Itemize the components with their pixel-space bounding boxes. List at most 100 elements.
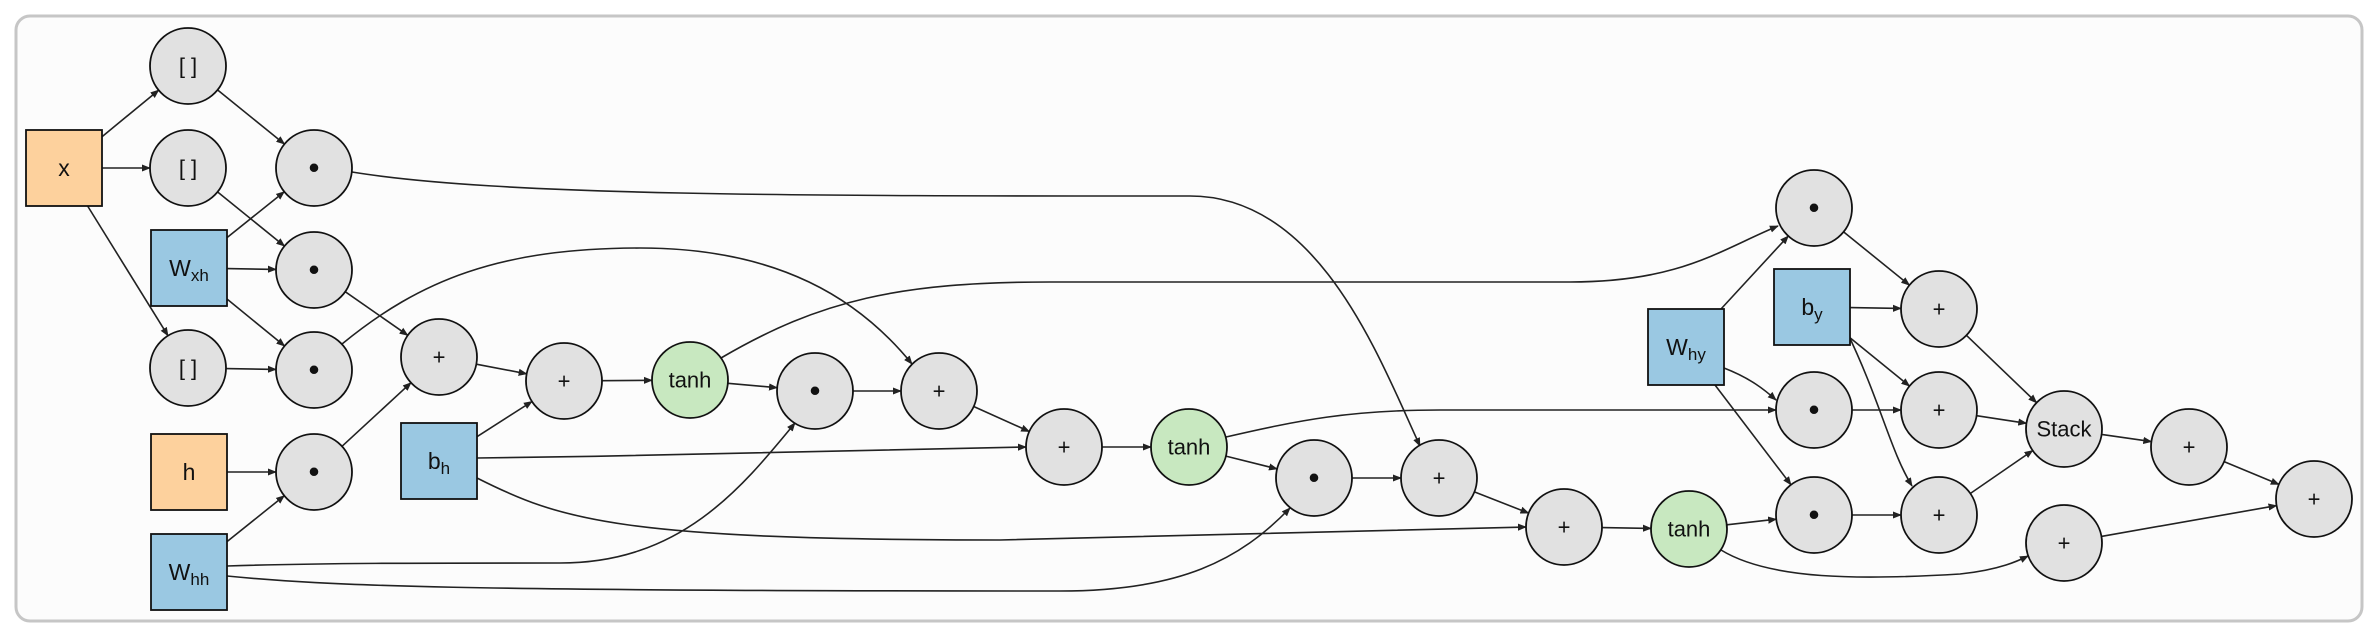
op-circle bbox=[776, 352, 854, 430]
node-label: tanh bbox=[1668, 517, 1711, 542]
node-label: tanh bbox=[669, 368, 712, 393]
node-label-subscript: xh bbox=[191, 266, 209, 285]
param-box bbox=[150, 533, 228, 611]
edge-addy2-to-stack bbox=[1976, 414, 2028, 426]
node-add4: + bbox=[1025, 408, 1103, 486]
node-label: • bbox=[810, 375, 821, 408]
node-addy3: + bbox=[1900, 476, 1978, 554]
edge-idx1-to-dot1 bbox=[216, 191, 286, 247]
edge-x-to-idx0 bbox=[101, 89, 160, 138]
op-circle bbox=[275, 433, 353, 511]
edge-dot2-to-add3 bbox=[341, 247, 913, 365]
op-circle bbox=[149, 27, 227, 105]
edge-addy3-to-stack bbox=[1969, 449, 2034, 495]
edge-tanh3-to-addh bbox=[1720, 549, 2029, 578]
node-by: by bbox=[1773, 268, 1851, 346]
edge-x-to-idx2 bbox=[86, 205, 169, 337]
input-box bbox=[150, 433, 228, 511]
edge-why-to-doty1 bbox=[1720, 235, 1789, 310]
op-circle bbox=[2275, 460, 2353, 538]
node-label: + bbox=[2058, 531, 2071, 556]
param-box bbox=[1647, 308, 1725, 386]
node-label-subscript: hy bbox=[1688, 345, 1706, 364]
op-circle bbox=[1275, 439, 1353, 517]
node-label: • bbox=[309, 254, 320, 287]
node-add5: + bbox=[1400, 439, 1478, 517]
edge-tanh1-to-doty1 bbox=[720, 225, 1779, 359]
node-final: + bbox=[2275, 460, 2353, 538]
node-dot4: • bbox=[1275, 439, 1353, 517]
node-wxh: Wxh bbox=[150, 229, 228, 307]
activation-circle bbox=[651, 341, 729, 419]
node-doth: • bbox=[275, 433, 353, 511]
op-circle bbox=[275, 331, 353, 409]
op-circle bbox=[1900, 270, 1978, 348]
node-label: + bbox=[933, 379, 946, 404]
node-label-subscript: h bbox=[441, 459, 450, 478]
node-label: x bbox=[58, 155, 70, 181]
op-circle bbox=[400, 318, 478, 396]
node-tanh1: tanh bbox=[651, 341, 729, 419]
node-idx2: [ ] bbox=[149, 329, 227, 407]
op-circle bbox=[525, 342, 603, 420]
node-add6: + bbox=[1525, 488, 1603, 566]
node-idx1: [ ] bbox=[149, 129, 227, 207]
op-circle bbox=[1775, 476, 1853, 554]
edge-doth-to-add1 bbox=[341, 382, 412, 447]
node-idx0: [ ] bbox=[149, 27, 227, 105]
node-label: + bbox=[433, 345, 446, 370]
node-dot1: • bbox=[275, 231, 353, 309]
edge-why-to-doty2 bbox=[1723, 367, 1777, 401]
node-addy1: + bbox=[1900, 270, 1978, 348]
node-label: + bbox=[1933, 398, 1946, 423]
op-circle bbox=[2025, 504, 2103, 582]
edge-tanh3-to-doty3 bbox=[1726, 516, 1778, 526]
edge-whh-to-dot3 bbox=[226, 422, 796, 567]
edge-stack-to-addout bbox=[2101, 433, 2153, 445]
edge-doty1-to-addy1 bbox=[1843, 231, 1911, 286]
node-h: h bbox=[150, 433, 228, 511]
node-label: + bbox=[1933, 503, 1946, 528]
op-circle bbox=[1900, 476, 1978, 554]
edge-bh-to-add6 bbox=[476, 477, 1527, 541]
input-box bbox=[25, 129, 103, 207]
activation-circle bbox=[1150, 408, 1228, 486]
node-addy2: + bbox=[1900, 371, 1978, 449]
node-doty1: • bbox=[1775, 169, 1853, 247]
edge-whh-to-doth bbox=[226, 495, 286, 543]
node-label: [ ] bbox=[179, 54, 197, 79]
op-circle bbox=[1900, 371, 1978, 449]
op-circle bbox=[1775, 169, 1853, 247]
node-tanh3: tanh bbox=[1650, 490, 1728, 568]
edge-by-to-addy1 bbox=[1849, 304, 1902, 312]
node-add2: + bbox=[525, 342, 603, 420]
edge-wxh-to-dot0 bbox=[226, 191, 286, 239]
op-circle bbox=[900, 352, 978, 430]
op-circle bbox=[2025, 390, 2103, 468]
node-add1: + bbox=[400, 318, 478, 396]
node-addh: + bbox=[2025, 504, 2103, 582]
node-label: [ ] bbox=[179, 356, 197, 381]
edge-bh-to-add4 bbox=[476, 443, 1027, 459]
param-box bbox=[400, 422, 478, 500]
edge-by-to-addy2 bbox=[1849, 337, 1911, 387]
op-circle bbox=[275, 231, 353, 309]
node-label: Stack bbox=[2036, 417, 2092, 442]
graph-frame bbox=[14, 14, 2364, 623]
node-bh: bh bbox=[400, 422, 478, 500]
edge-tanh1-to-dot3 bbox=[727, 382, 778, 391]
edge-idx0-to-dot0 bbox=[216, 89, 286, 145]
edge-tanh2-to-dot4 bbox=[1225, 455, 1278, 471]
op-circle bbox=[2150, 408, 2228, 486]
param-box bbox=[1773, 268, 1851, 346]
node-label: • bbox=[309, 354, 320, 387]
edge-dot0-to-add5 bbox=[351, 171, 1421, 447]
op-circle bbox=[149, 329, 227, 407]
node-label: + bbox=[558, 369, 571, 394]
node-why: Why bbox=[1647, 308, 1725, 386]
op-circle bbox=[149, 129, 227, 207]
edge-whh-to-dot4 bbox=[226, 507, 1291, 592]
edge-dot1-to-add1 bbox=[344, 291, 409, 336]
